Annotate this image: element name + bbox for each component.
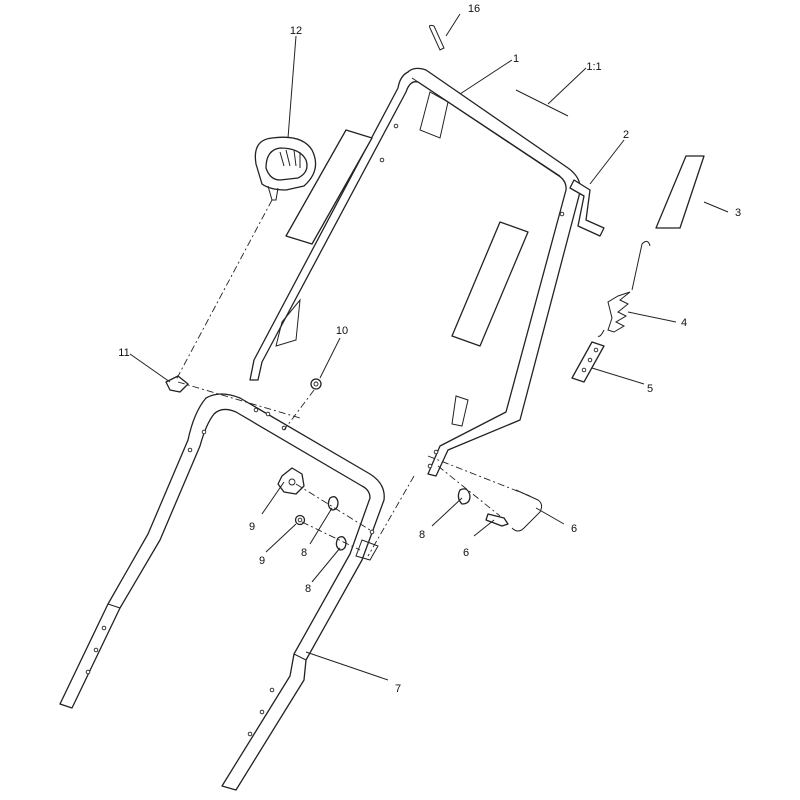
- washer-8b: [335, 536, 347, 551]
- callout-6a: 6: [571, 523, 577, 535]
- washer-8a: [327, 496, 339, 511]
- u-bracket: [511, 489, 543, 532]
- spring: [597, 240, 651, 337]
- callout-8b: 8: [305, 583, 311, 595]
- nut-9: [294, 514, 306, 526]
- callout-4: 4: [681, 317, 687, 329]
- decal-right: [451, 221, 529, 347]
- callout-2: 2: [623, 129, 629, 141]
- callout-1-1: 1:1: [586, 61, 601, 73]
- grip: [655, 155, 705, 229]
- callout-3: 3: [735, 207, 741, 219]
- callout-7: 7: [395, 683, 401, 695]
- bracket: [571, 341, 605, 383]
- callout-9a: 9: [249, 521, 255, 533]
- clip: [165, 375, 189, 393]
- nut-10: [310, 378, 322, 390]
- bail-bar: [569, 179, 605, 237]
- callout-8a: 8: [301, 547, 307, 559]
- callout-6b: 6: [463, 547, 469, 559]
- callout-8c: 8: [419, 529, 425, 541]
- cotter-pin: [429, 24, 445, 51]
- control-knob: [254, 136, 317, 201]
- callout-11: 11: [118, 347, 129, 359]
- washer-8c: [457, 488, 471, 505]
- leader-lines: [129, 13, 729, 681]
- lower-handle: [59, 393, 385, 791]
- callout-1: 1: [513, 53, 519, 65]
- callout-16: 16: [468, 3, 480, 15]
- callout-12: 12: [290, 25, 302, 37]
- decal-left: [285, 129, 373, 245]
- carriage-bolt: [485, 513, 509, 527]
- callout-labels: 16 12 1 1:1 2 3 4 5 10 11 9 9 8 8 8 6 6 …: [118, 3, 741, 695]
- upper-handle: [249, 67, 581, 477]
- star-knob: [277, 467, 305, 495]
- assembly-lines: [175, 199, 531, 557]
- cable-tie: [515, 89, 569, 117]
- callout-10: 10: [336, 325, 348, 337]
- callout-9b: 9: [259, 555, 265, 567]
- callout-5: 5: [647, 383, 653, 395]
